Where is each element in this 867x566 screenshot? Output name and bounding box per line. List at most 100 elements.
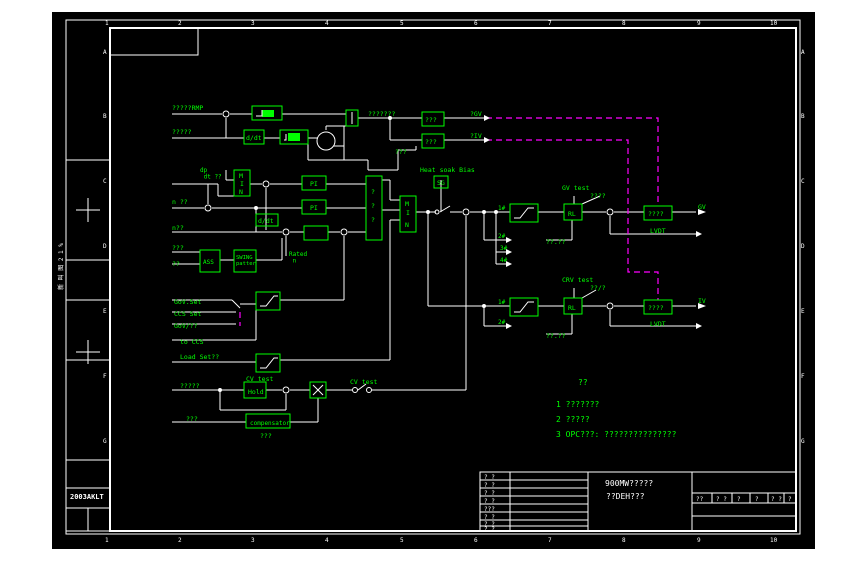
row-letter: G (103, 438, 107, 445)
col-number: 1 (105, 20, 109, 27)
arrowheads (484, 115, 706, 329)
diagram-labels: ?????RMP ????? d/dt ??????? ??? ??? ??? … (172, 104, 706, 440)
label-i: I (240, 180, 244, 188)
title-cell: ? ? (484, 498, 495, 505)
row-letter: G (801, 438, 805, 445)
col-number: 5 (400, 537, 404, 544)
col-number: 2 (178, 537, 182, 544)
label-ddt-1: d/dt (246, 134, 262, 142)
label-q5: ??/? (590, 284, 606, 292)
title-cell: ? ? (484, 514, 495, 521)
title-cell: ? ? (484, 526, 495, 533)
title-cell: ? ? (484, 521, 495, 528)
label-m2: M (405, 200, 409, 208)
label-gv: ?GV (470, 110, 482, 118)
stamp-code: 2003AKLT (70, 493, 104, 501)
row-letters: A B C D E F G A B C D E F G (103, 49, 805, 445)
col-number: 3 (251, 537, 255, 544)
label-n-1: n ?? (172, 198, 188, 206)
label-box-3: ??? (395, 148, 407, 156)
label-q6: ??.?? (546, 238, 566, 246)
row-letter: D (801, 243, 805, 250)
row-letter: C (801, 178, 805, 185)
function-blocks (199, 105, 673, 429)
title-cell: ??? (484, 506, 495, 513)
col-number: 9 (697, 20, 701, 27)
label-to-ccs: to CCS (180, 338, 204, 346)
label-sg: SG (437, 179, 445, 187)
label-pi-1: PI (310, 180, 318, 188)
row-letter: A (801, 49, 805, 56)
label-box-1: ??? (425, 116, 437, 124)
label-comp-sub: ??? (260, 432, 272, 440)
label-m: M (239, 172, 243, 180)
row-letter: E (103, 308, 107, 315)
label-cv-test: CV test (246, 375, 273, 383)
label-ccs-set: CCS Set (174, 310, 201, 318)
col-number: 10 (770, 20, 778, 27)
label-rl-1: RL (568, 210, 576, 218)
title-cell: ? ? (484, 490, 495, 497)
row-letter: F (801, 373, 805, 380)
title-cell: ?? (696, 496, 704, 503)
label-n2b: 2# (498, 319, 506, 326)
label-in-3: ????? (180, 382, 200, 390)
col-number: 8 (622, 20, 626, 27)
row-letter: E (801, 308, 805, 315)
label-q2: ? (371, 202, 375, 210)
row-letter: A (103, 49, 107, 56)
row-letter: D (103, 243, 107, 250)
label-ddt-2: d/dt (258, 217, 274, 225)
label-n1b: 1# (498, 299, 506, 306)
col-number: 8 (622, 537, 626, 544)
label-q4: ???? (590, 192, 606, 200)
label-crv-test: CRV test (562, 276, 593, 284)
drawing-sheet (52, 12, 815, 549)
label-gv-out: GV (698, 203, 706, 211)
col-number: 10 (770, 537, 778, 544)
col-number: 5 (400, 20, 404, 27)
label-lvdt-1: LVDT (650, 227, 666, 235)
title-block-cells: ? ? ? ? ? ? ? ? ??? ? ? ? ? ? ? ?? ? ? ?… (484, 474, 792, 533)
label-q1: ? (371, 188, 375, 196)
registration-marks (76, 198, 100, 364)
title-cell: ? (737, 496, 741, 503)
label-lvdt-2: LVDT (650, 320, 666, 328)
label-hold: Hold (248, 388, 264, 396)
row-letter: B (103, 113, 107, 120)
col-number: 7 (548, 20, 552, 27)
col-number: 4 (325, 20, 329, 27)
label-in-4: ??? (186, 415, 198, 423)
label-iv-out: IV (698, 297, 706, 305)
col-number: 2 (178, 20, 182, 27)
label-n3: 3# (500, 245, 508, 252)
title-line-2: ??DEH??? (606, 492, 645, 501)
label-q7: ??.?? (546, 332, 566, 340)
label-n1: 1# (498, 205, 506, 212)
signal-wires (172, 113, 700, 423)
label-iv: ?IV (470, 132, 482, 140)
label-box-2: ??? (425, 138, 437, 146)
notes-title: ?? (578, 378, 588, 387)
row-letter: F (103, 373, 107, 380)
label-n2: N (405, 221, 409, 229)
label-q3: ? (371, 216, 375, 224)
notes: ?? 1 ??????? 2 ????? 3 OPC???: ?????????… (556, 378, 677, 439)
col-number: 1 (105, 537, 109, 544)
note-3: 3 OPC???: ??????????????? (556, 430, 677, 439)
title-block (479, 471, 797, 532)
title-cell: ? ? (771, 496, 782, 503)
label-speed-set: ????? (172, 128, 192, 136)
bar-indicators (262, 110, 300, 141)
label-gov-q: GoV/?? (174, 322, 198, 330)
label-n4: 4# (500, 257, 508, 264)
label-n-2: n?? (172, 224, 184, 232)
junction-points (204, 110, 614, 394)
note-1: 1 ??????? (556, 400, 600, 409)
drawing-frame (65, 19, 801, 535)
label-ass: ASS (203, 259, 214, 266)
label-dp-dt: dp dt ?? (200, 167, 222, 181)
title-cell: ? ? (484, 482, 495, 489)
label-gv-box: ???? (648, 210, 664, 218)
